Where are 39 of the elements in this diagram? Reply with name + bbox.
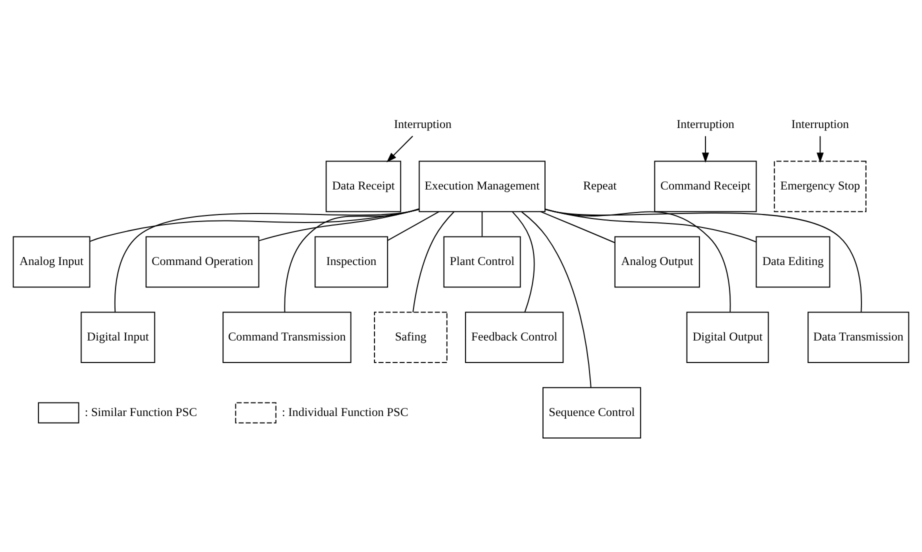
node-box: Data Transmission — [808, 312, 910, 364]
connector — [545, 208, 756, 242]
node-box: Emergency Stop — [774, 160, 866, 212]
node-box: Sequence Control — [542, 387, 642, 438]
node-box: Command Transmission — [222, 312, 352, 364]
connector — [544, 208, 862, 312]
label: Repeat — [583, 178, 617, 193]
node-box: Inspection — [314, 236, 388, 288]
node-box: Digital Input — [80, 312, 156, 364]
connector — [545, 208, 731, 312]
node-box: Feedback Control — [465, 312, 564, 364]
node-box: Data Editing — [756, 236, 830, 288]
node-box: Plant Control — [443, 236, 521, 288]
connector — [388, 211, 440, 241]
node-box: Command Operation — [146, 236, 260, 288]
connector — [521, 211, 592, 388]
legend-label: : Individual Function PSC — [282, 404, 408, 419]
legend-label: : Similar Function PSC — [84, 404, 198, 419]
arrow — [816, 136, 824, 163]
node-box: Data Receipt — [326, 160, 402, 212]
connector — [412, 211, 454, 312]
node-box: Safing — [374, 312, 448, 364]
connector — [512, 211, 535, 312]
connector — [284, 208, 420, 312]
node-box: Analog Output — [614, 236, 700, 288]
node-text: Interruption — [676, 117, 734, 132]
connector — [258, 208, 420, 242]
node-box: Execution Management — [418, 160, 546, 212]
arrow — [386, 136, 414, 162]
node-box: Command Receipt — [654, 160, 757, 212]
connector — [90, 208, 420, 242]
arrow — [702, 136, 709, 163]
node-text: Interruption — [394, 117, 452, 132]
node-box: Digital Output — [686, 312, 769, 364]
node-text: Interruption — [791, 117, 849, 132]
connector — [540, 211, 615, 244]
connector — [482, 212, 483, 236]
connector — [114, 208, 420, 312]
node-box: Analog Input — [12, 236, 90, 288]
